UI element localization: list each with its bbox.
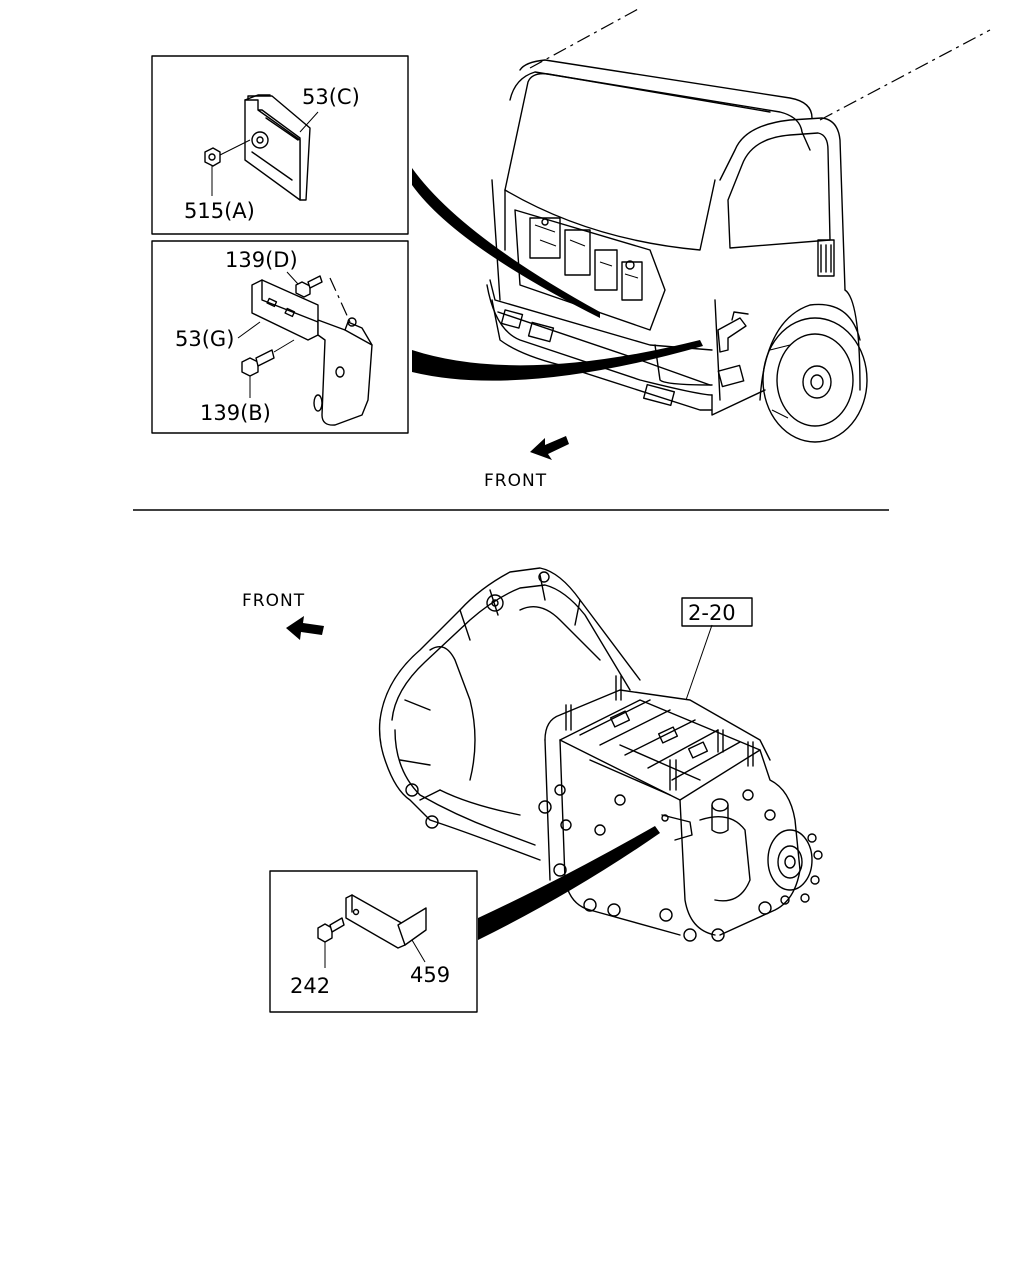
label-53g: 53(G): [175, 327, 234, 351]
leader-band-bottom: [478, 826, 660, 940]
label-139d: 139(D): [225, 248, 298, 272]
front-arrow-icon: [286, 616, 324, 640]
label-139b: 139(B): [200, 401, 271, 425]
inset-242-459: 242 459: [269, 870, 478, 1013]
front-label-bottom: FRONT: [242, 591, 305, 611]
label-515a: 515(A): [184, 199, 255, 223]
inset-53c: 53(C) 515(A): [151, 55, 409, 235]
transmission-illustration: [378, 567, 823, 942]
label-242: 242: [290, 974, 330, 998]
front-arrow-icon: [530, 436, 569, 460]
leader-bands-top: [412, 168, 703, 381]
front-label-top: FRONT: [484, 471, 547, 491]
truck-cab-illustration: [486, 7, 991, 443]
label-53c: 53(C): [302, 85, 360, 109]
assembly-ref-box: 2-20: [681, 597, 753, 627]
label-459: 459: [410, 963, 450, 987]
assembly-ref-label: 2-20: [688, 601, 736, 625]
inset-53g: 139(D) 53(G) 139(B): [151, 240, 409, 434]
front-arrow-bottom: FRONT: [242, 591, 324, 640]
front-arrow-top: FRONT: [484, 436, 569, 491]
